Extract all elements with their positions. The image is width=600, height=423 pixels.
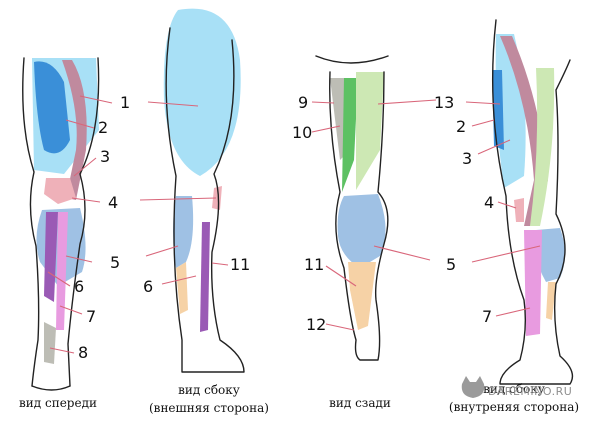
front-muscle-7: [56, 212, 68, 330]
back-label-12: 12: [306, 315, 326, 334]
front-label-8: 8: [78, 343, 88, 362]
front-muscle-4: [44, 178, 76, 204]
side-outer-muscle-peach: [176, 262, 188, 314]
front-label-3: 3: [100, 147, 110, 166]
side-outer-label-6: 6: [143, 277, 153, 296]
side-inner-label-2: 2: [456, 117, 466, 136]
front-muscle-3: [62, 60, 87, 200]
back-muscle-13: [356, 72, 384, 190]
side-outer-muscle-4: [212, 186, 222, 210]
front-label-5: 5: [110, 253, 120, 272]
side-outer-view: 6 11 вид сбоку (внешняя сторона): [139, 8, 269, 415]
front-label-2: 2: [98, 118, 108, 137]
front-caption: вид спереди: [19, 396, 97, 410]
side-outer-caption-line1: вид сбоку: [178, 383, 240, 397]
back-label-11: 11: [304, 255, 324, 274]
cat-logo-icon: [461, 376, 485, 398]
side-inner-label-4: 4: [484, 193, 494, 212]
side-inner-label-13: 13: [434, 93, 454, 112]
back-muscle-12: [348, 262, 376, 330]
side-outer-muscle-11: [200, 222, 210, 332]
front-label-4: 4: [108, 193, 118, 212]
side-outer-muscle-6: [173, 196, 194, 268]
side-inner-muscle-5: [535, 228, 565, 282]
front-muscle-6: [44, 212, 58, 302]
side-inner-muscle-7: [524, 230, 542, 336]
side-inner-muscle-13: [530, 68, 555, 226]
side-inner-label-7: 7: [482, 307, 492, 326]
back-label-9: 9: [298, 93, 308, 112]
side-inner-label-3: 3: [462, 149, 472, 168]
back-label-10: 10: [292, 123, 312, 142]
side-inner-muscle-4: [514, 198, 524, 222]
front-label-1: 1: [120, 93, 130, 112]
back-muscle-5: [337, 194, 386, 268]
front-muscle-8: [44, 322, 56, 364]
front-muscle-2: [34, 61, 70, 154]
side-outer-muscle-1: [163, 8, 241, 177]
front-label-7: 7: [86, 307, 96, 326]
back-muscle-10: [342, 78, 358, 192]
side-outer-caption-line2: (внешняя сторона): [149, 401, 269, 415]
front-view: 1 2 3 4 5 6 7 8 вид спереди: [19, 57, 130, 410]
back-caption: вид сзади: [329, 396, 391, 410]
back-view: 9 10 11 12 5 вид сзади: [292, 55, 456, 410]
watermark: DAREMINO.RU: [461, 376, 572, 398]
side-inner-caption-line1: вид сбоку: [483, 382, 545, 396]
watermark-text: DAREMINO.RU: [488, 385, 572, 398]
side-inner-caption-line2: (внутреняя сторона): [449, 400, 579, 414]
side-inner-view: 13 2 3 4 7 вид сбоку (внутреняя сторона): [434, 19, 579, 414]
back-label-5: 5: [446, 255, 456, 274]
side-outer-label-11: 11: [230, 255, 250, 274]
front-label-6: 6: [74, 277, 84, 296]
side-inner-muscle-peach: [546, 282, 556, 320]
